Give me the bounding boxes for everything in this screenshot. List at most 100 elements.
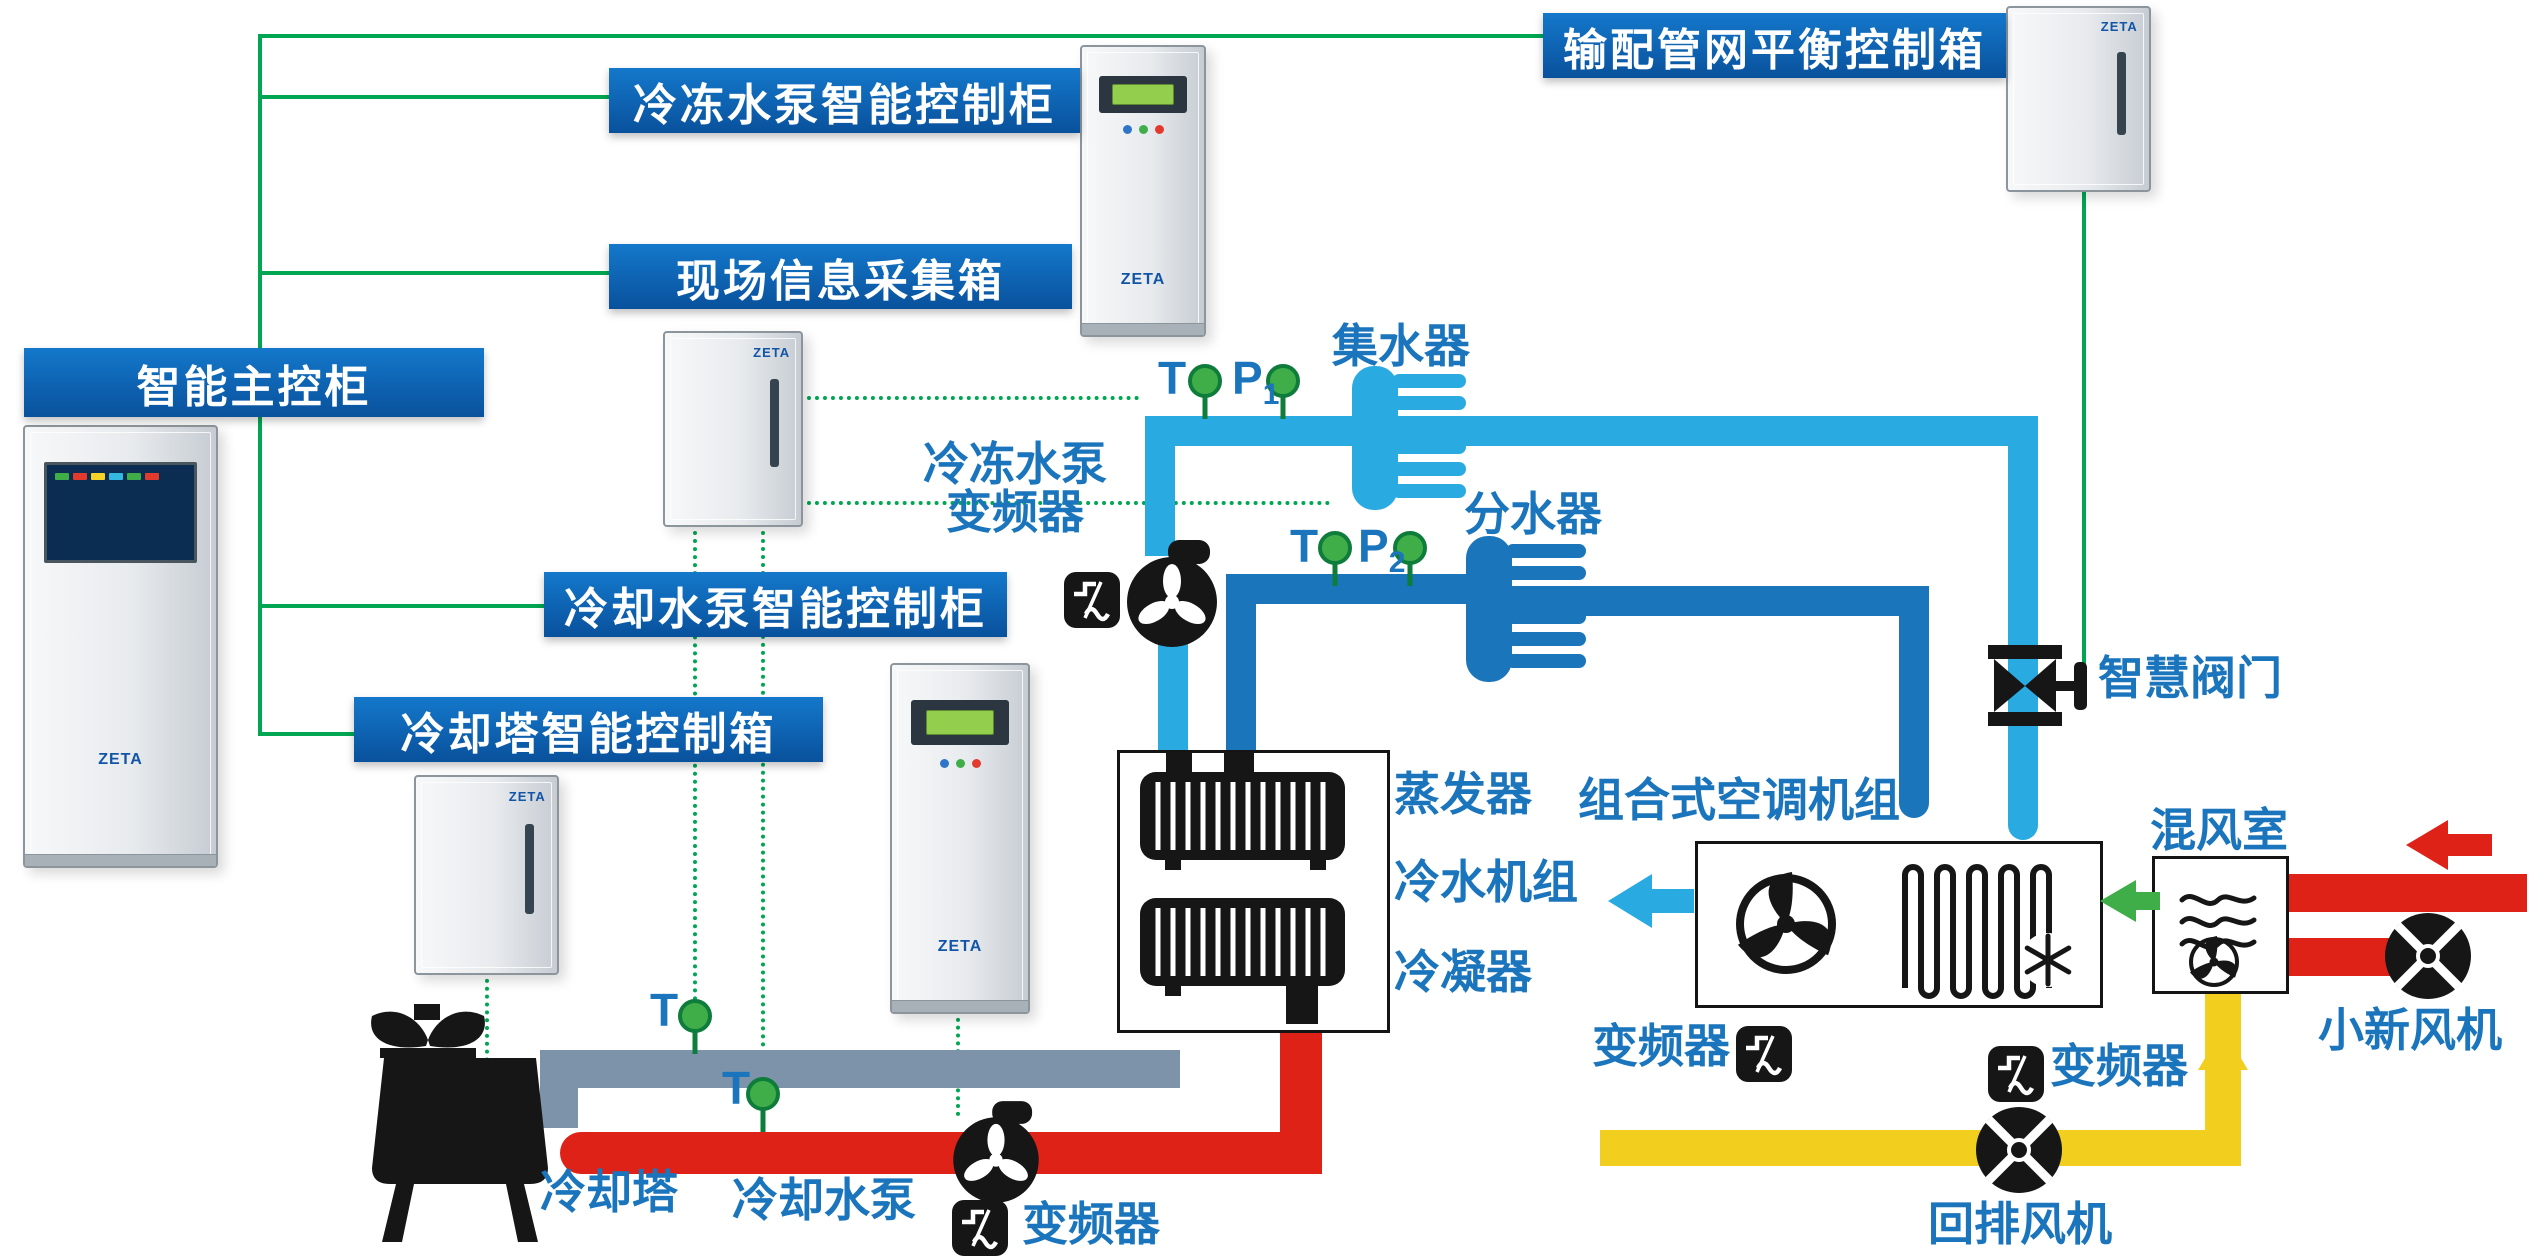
- label-condenser: 冷凝器: [1394, 946, 1532, 998]
- collector-manifold: [1352, 366, 1466, 510]
- pipe-chws-down: [1899, 586, 1929, 818]
- signal-line-tower: [485, 971, 489, 1101]
- sensor-t3-icon: [680, 1001, 710, 1054]
- cabinet-balance-box: ZETA: [2006, 6, 2151, 192]
- pipe-cw-return-drop: [540, 1050, 578, 1128]
- lcd-screen: [925, 709, 995, 735]
- signal-line-temp-return: [693, 523, 697, 1001]
- vfd-icon-return-fan: [1988, 1046, 2044, 1102]
- label-sensor-p1-letter: P: [1232, 352, 1263, 404]
- cabinet-vent-slot: [770, 379, 780, 468]
- label-collector: 集水器: [1332, 320, 1470, 372]
- supply-air-arrow: [1608, 874, 1694, 928]
- cooling-pump-icon: [953, 1101, 1039, 1203]
- label-cooling-pump: 冷却水泵: [732, 1174, 916, 1226]
- label-evaporator: 蒸发器: [1394, 768, 1532, 820]
- cabinet-plinth: [1082, 323, 1204, 335]
- pipe-chw-main-horizontal: [1145, 416, 2038, 446]
- label-sensor-p2-letter: P: [1358, 520, 1389, 572]
- brand-logo: ZETA: [1120, 270, 1166, 288]
- label-ahu: 组合式空调机组: [1578, 774, 1900, 826]
- cooling-tower-icon: [371, 1004, 548, 1242]
- label-mixing-room: 混风室: [2150, 804, 2288, 856]
- control-box-balance: 输配管网平衡控制箱: [1543, 13, 2006, 78]
- cabinet-chilled-pump-panel: ZETA: [1080, 45, 1206, 337]
- mixing-room-box: [2152, 856, 2289, 994]
- pipe-chw-pump-riser: [1145, 416, 1175, 556]
- label-chilled-pump-vfd: 冷冻水泵 变频器: [923, 440, 1107, 537]
- duct-return-air-horizontal: [1600, 1130, 2241, 1166]
- label-sensor-t2: T: [1290, 520, 1319, 572]
- label-sensor-p2-sub: 2: [1388, 546, 1406, 580]
- smart-valve-icon: [1988, 645, 2087, 726]
- cabinet-master-panel: ZETA: [23, 425, 218, 868]
- chilled-pump-icon: [1127, 540, 1217, 647]
- bus-branch-field-info: [258, 271, 611, 275]
- pipe-cw-return-horizontal: [540, 1050, 1180, 1088]
- scada-screen: [44, 462, 197, 564]
- pipe-chws-riser: [1226, 574, 1256, 754]
- mixed-air-arrow: [2100, 880, 2160, 922]
- label-vfd-return-fan: 变频器: [2050, 1040, 2188, 1092]
- control-box-cooling-tower: 冷却塔智能控制箱: [354, 697, 823, 762]
- cabinet-field-info-box: ZETA: [663, 331, 803, 527]
- control-box-master-label: 智能主控柜: [136, 362, 372, 412]
- label-return-fan: 回排风机: [1928, 1198, 2112, 1250]
- duct-exhaust-top: [2280, 874, 2527, 912]
- return-air-arrow: [2198, 1028, 2248, 1098]
- cabinet-plinth: [25, 854, 216, 866]
- cabinet-display: [911, 699, 1009, 745]
- sensor-t2-icon: [1320, 533, 1350, 586]
- indicator-lights: [1082, 124, 1204, 134]
- fresh-air-fan-icon: [2385, 913, 2471, 999]
- sensor-t1-icon: [1190, 366, 1220, 419]
- brand-logo: ZETA: [753, 344, 791, 360]
- airflow-icon: [2179, 894, 2257, 950]
- indicator-lights: [892, 758, 1028, 768]
- evaporator-coil: [1140, 752, 1345, 870]
- signal-line-sensors-mid: [799, 501, 1330, 505]
- label-sensor-t3: T: [650, 984, 679, 1036]
- bus-valve-drop: [2082, 186, 2086, 668]
- brand-logo: ZETA: [937, 938, 983, 956]
- pipe-chw-right-riser: [2008, 416, 2038, 840]
- label-vfd-ahu: 变频器: [1592, 1020, 1730, 1072]
- brand-logo: ZETA: [2100, 18, 2138, 34]
- control-box-field-info-label: 现场信息采集箱: [676, 256, 1005, 306]
- label-cooling-tower: 冷却塔: [540, 1166, 678, 1218]
- label-fresh-air-fan: 小新风机: [2318, 1004, 2502, 1056]
- control-box-field-info: 现场信息采集箱: [609, 244, 1072, 309]
- label-sensor-t1: T: [1158, 352, 1187, 404]
- brand-logo: ZETA: [98, 751, 143, 769]
- control-box-chilled-pump: 冷冻水泵智能控制柜: [609, 68, 1080, 133]
- signal-line-temp-supply: [761, 523, 765, 1079]
- vfd-icon-cooling-pump: [952, 1200, 1008, 1256]
- label-sensor-p1-sub: 1: [1262, 378, 1280, 412]
- brand-logo: ZETA: [508, 788, 546, 804]
- label-distributor: 分水器: [1464, 488, 1602, 540]
- cabinet-vent-slot: [2117, 51, 2127, 136]
- cabinet-cooling-pump-panel: ZETA: [890, 663, 1030, 1014]
- vfd-icon-chilled-pump: [1064, 572, 1120, 628]
- snowflake-icon: [2021, 933, 2075, 987]
- duct-fresh-air: [2280, 938, 2398, 976]
- bus-branch-cooling-tower: [258, 732, 356, 736]
- control-box-balance-label: 输配管网平衡控制箱: [1563, 25, 1986, 75]
- return-fan-icon: [1976, 1107, 2062, 1193]
- control-box-cooling-tower-label: 冷却塔智能控制箱: [400, 709, 777, 759]
- pipe-cw-supply-horizontal: [560, 1132, 1322, 1174]
- control-box-cooling-pump-label: 冷却水泵智能控制柜: [564, 584, 987, 634]
- label-smart-valve: 智慧阀门: [2098, 652, 2282, 704]
- pipe-chw-pump-to-chiller: [1158, 640, 1188, 755]
- cabinet-display: [1099, 75, 1187, 114]
- condenser-coil: [1140, 898, 1345, 1024]
- sensor-t4-icon: [748, 1079, 778, 1132]
- lcd-screen: [1112, 83, 1174, 106]
- control-box-cooling-pump: 冷却水泵智能控制柜: [544, 572, 1007, 637]
- label-sensor-p2: P2: [1358, 522, 1405, 579]
- control-box-chilled-pump-label: 冷冻水泵智能控制柜: [633, 80, 1056, 130]
- label-chilled-pump-vfd-line2: 变频器: [946, 486, 1084, 539]
- signal-line-sensors-top: [799, 396, 1139, 400]
